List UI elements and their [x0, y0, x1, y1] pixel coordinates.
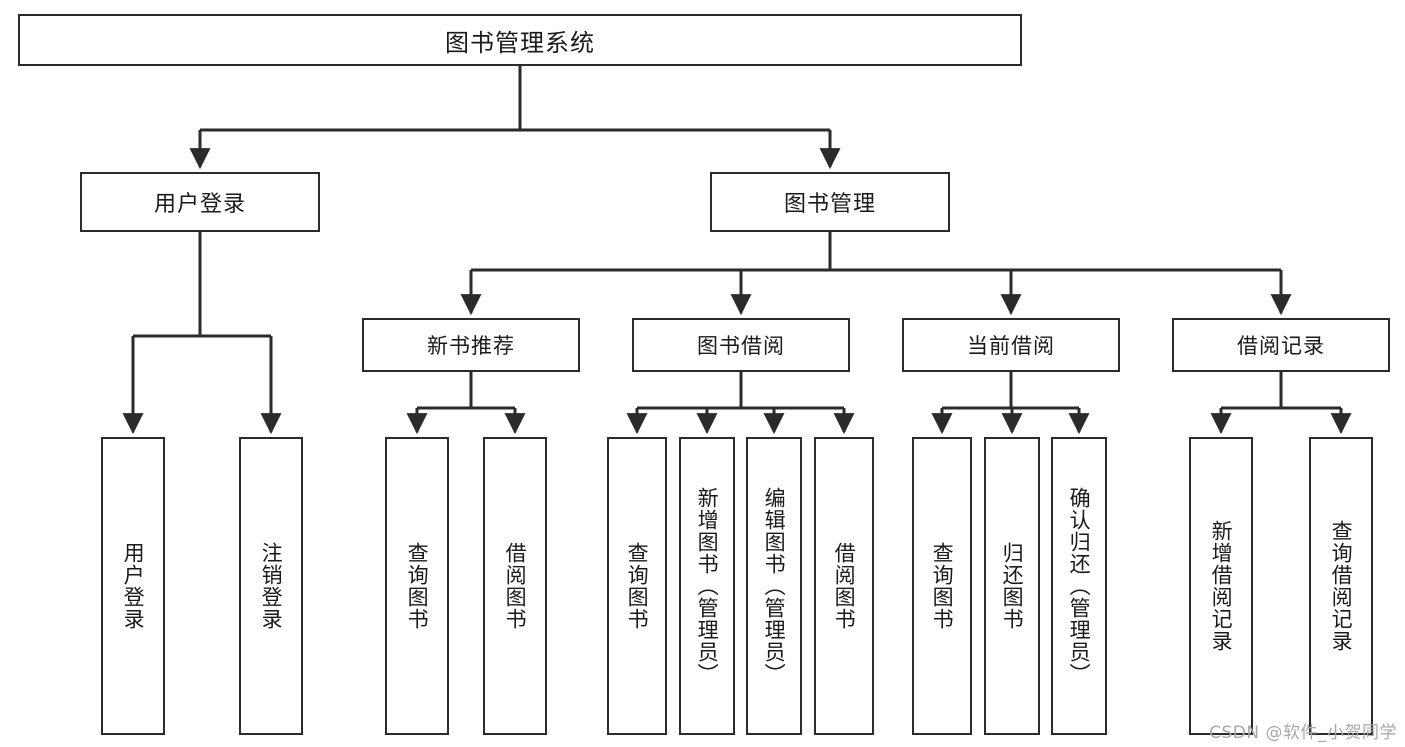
leaf-node-label: 新增借阅记录: [1209, 520, 1234, 652]
leaf-node[interactable]: 查询图书: [385, 437, 449, 735]
node-current-borrow-label: 当前借阅: [967, 334, 1055, 358]
leaf-node[interactable]: 借阅图书: [483, 437, 547, 735]
leaf-node[interactable]: 查询图书: [607, 437, 667, 735]
leaf-node[interactable]: 新增图书（管理员）: [679, 437, 735, 735]
leaf-node-label: 借阅图书: [503, 542, 528, 630]
leaf-node[interactable]: 编辑图书（管理员）: [746, 437, 802, 735]
node-book-borrow-label: 图书借阅: [697, 334, 785, 358]
node-user-login[interactable]: 用户登录: [80, 172, 320, 232]
leaf-node-label: 查询图书: [625, 542, 650, 630]
leaf-node-label: 查询图书: [405, 542, 430, 630]
leaf-node-label: 归还图书: [1000, 542, 1025, 630]
leaf-node[interactable]: 查询借阅记录: [1309, 437, 1373, 735]
node-book-management-label: 图书管理: [783, 192, 876, 217]
leaf-node-label: 确认归还（管理员）: [1067, 487, 1092, 685]
leaf-node[interactable]: 查询图书: [912, 437, 972, 735]
node-new-book-recommend[interactable]: 新书推荐: [362, 318, 580, 372]
node-new-book-recommend-label: 新书推荐: [427, 334, 515, 358]
leaf-node[interactable]: 归还图书: [984, 437, 1040, 735]
node-borrow-record[interactable]: 借阅记录: [1172, 318, 1390, 372]
node-book-management[interactable]: 图书管理: [710, 172, 950, 232]
node-root-system[interactable]: 图书管理系统: [18, 14, 1022, 66]
node-borrow-record-label: 借阅记录: [1237, 334, 1325, 358]
node-current-borrow[interactable]: 当前借阅: [902, 318, 1120, 372]
leaf-node[interactable]: 新增借阅记录: [1189, 437, 1253, 735]
leaf-node[interactable]: 借阅图书: [814, 437, 874, 735]
leaf-node-label: 注销登录: [259, 542, 284, 630]
csdn-watermark: CSDN @软件_小贺同学: [1209, 723, 1397, 743]
leaf-node-label: 查询借阅记录: [1329, 520, 1354, 652]
node-user-login-label: 用户登录: [153, 192, 246, 217]
node-book-borrow[interactable]: 图书借阅: [632, 318, 850, 372]
leaf-node-label: 查询图书: [930, 542, 955, 630]
leaf-node-label: 新增图书（管理员）: [695, 487, 720, 685]
leaf-node-label: 用户登录: [121, 542, 146, 630]
leaf-node[interactable]: 用户登录: [101, 437, 165, 735]
node-root-label: 图书管理系统: [445, 28, 595, 57]
leaf-node[interactable]: 注销登录: [239, 437, 303, 735]
leaf-node-label: 借阅图书: [832, 542, 857, 630]
leaf-node-label: 编辑图书（管理员）: [762, 487, 787, 685]
leaf-node[interactable]: 确认归还（管理员）: [1051, 437, 1107, 735]
